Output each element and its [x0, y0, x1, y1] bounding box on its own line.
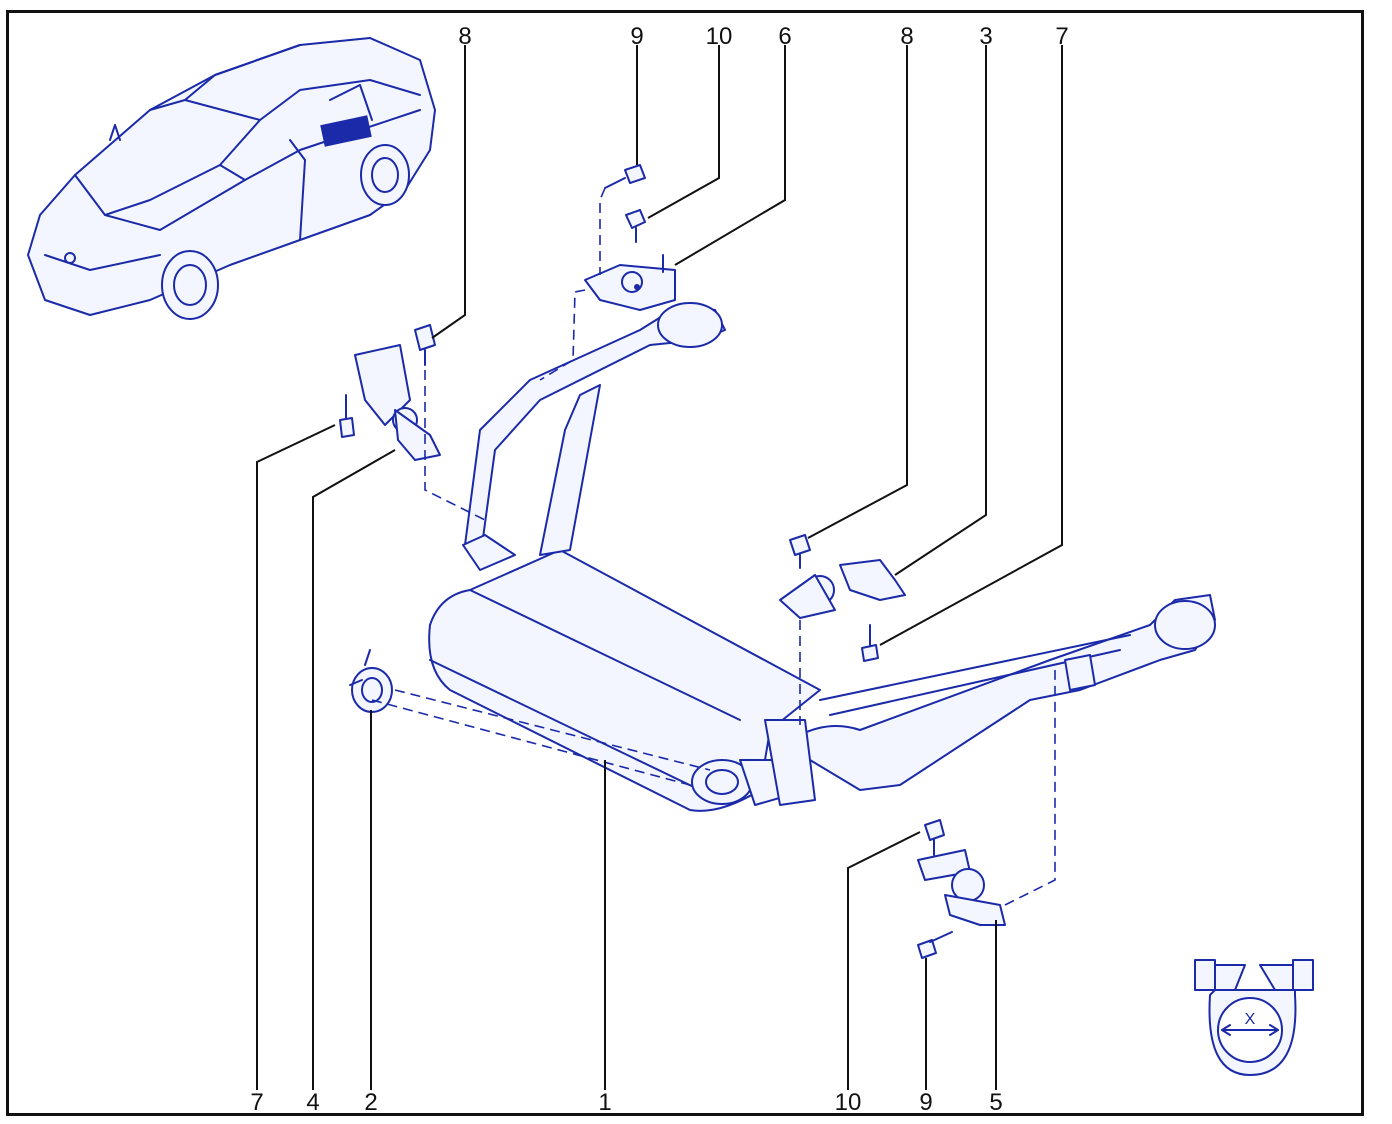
hanger-bracket-left	[339, 324, 441, 461]
nut-10-top	[625, 209, 646, 243]
callout-bottom-7: 7	[250, 1089, 263, 1116]
callout-top-6: 6	[778, 23, 791, 50]
hanger-bracket-3	[779, 534, 906, 662]
callout-top-10: 10	[706, 23, 733, 50]
callouts-top: 8 9 10 6 8 3 7	[458, 23, 1068, 50]
inset-dimension-label: X	[1245, 1011, 1256, 1028]
callout-top-8-right: 8	[900, 23, 913, 50]
right-tailpipe	[764, 594, 1216, 806]
left-tailpipe	[462, 302, 726, 571]
clamp-detail-inset: X	[1194, 959, 1314, 1076]
assembly-lines	[371, 187, 1056, 906]
hanger-bracket-6	[584, 254, 676, 311]
callout-bottom-5: 5	[989, 1089, 1002, 1116]
callout-bottom-2: 2	[364, 1089, 377, 1116]
callouts-bottom: 7 4 2 1 10 9 5	[250, 1089, 1002, 1116]
callout-top-7: 7	[1055, 23, 1068, 50]
callout-bottom-10: 10	[835, 1089, 862, 1116]
rear-muffler	[428, 549, 821, 812]
car-thumbnail	[27, 37, 436, 320]
callout-top-8-left: 8	[458, 23, 471, 50]
bolt-9-top	[604, 164, 646, 189]
callout-bottom-1: 1	[598, 1089, 611, 1116]
leader-lines	[256, 45, 1063, 1090]
exhaust-clamp-2	[349, 649, 393, 713]
callout-bottom-9: 9	[919, 1089, 932, 1116]
callout-top-3: 3	[979, 23, 992, 50]
callout-top-9: 9	[630, 23, 643, 50]
hanger-bracket-5	[917, 819, 1006, 959]
callout-bottom-4: 4	[306, 1089, 319, 1116]
